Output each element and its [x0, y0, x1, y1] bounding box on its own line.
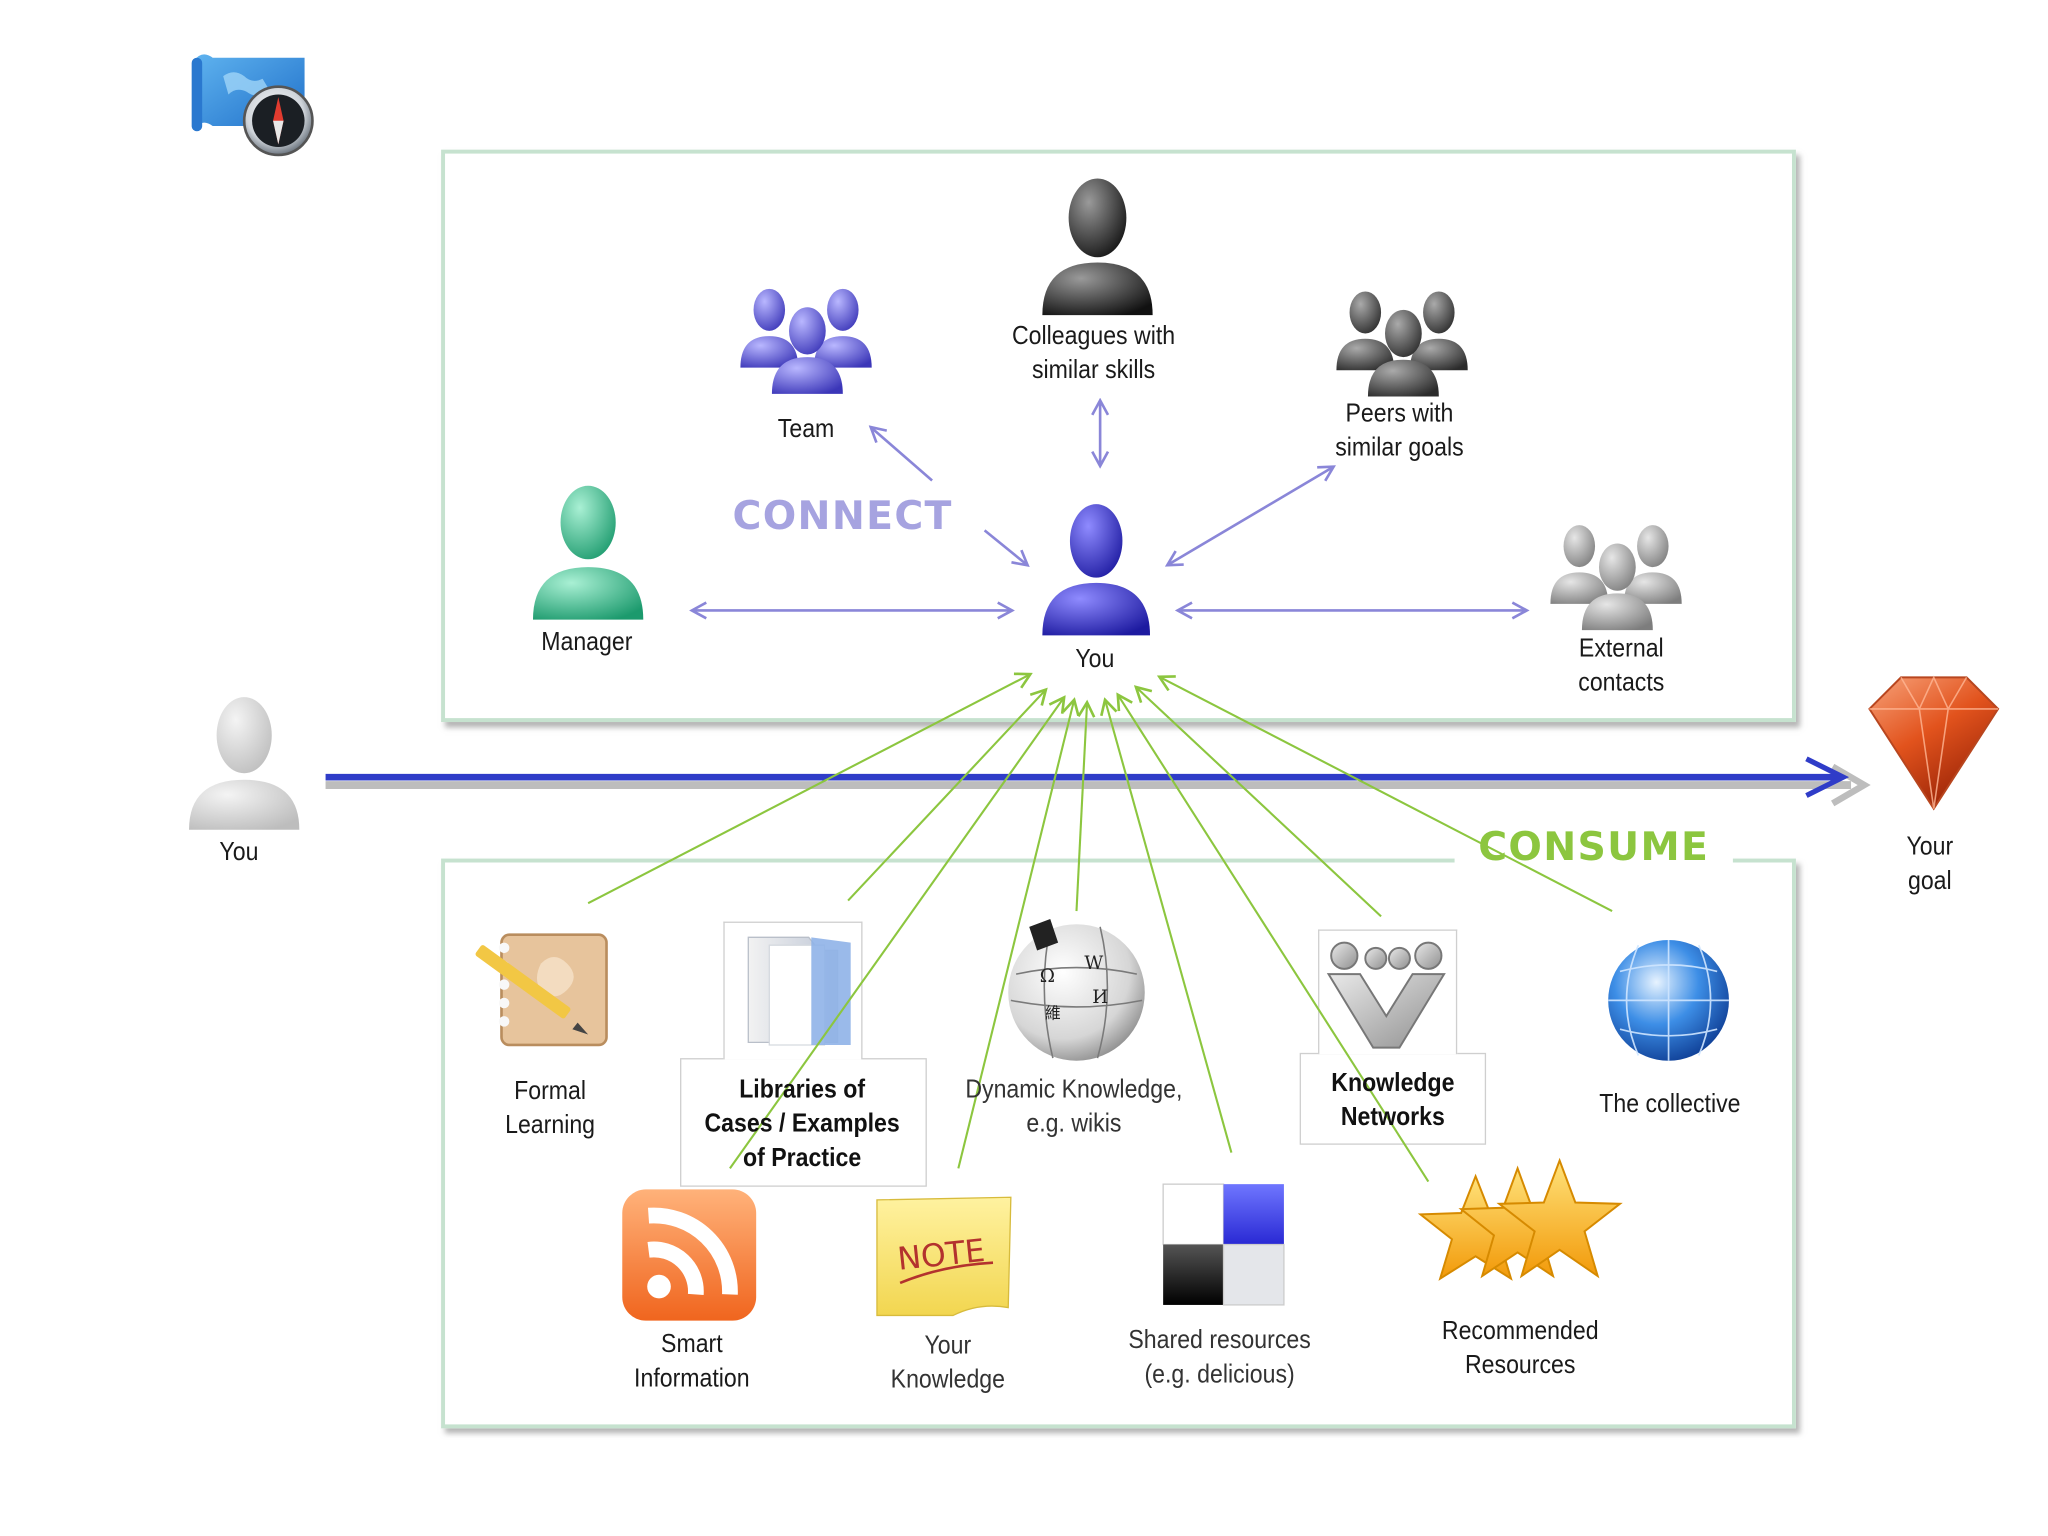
colleagues-label: Colleagues with similar skills — [1011, 321, 1176, 385]
globe-icon — [1608, 939, 1729, 1061]
start-you-icon — [189, 697, 300, 830]
map-compass-icon — [191, 54, 314, 157]
shared-resources-label: Shared resources (e.g. delicious) — [1128, 1325, 1311, 1389]
manager-icon — [532, 485, 644, 620]
your-knowledge-label: Your Knowledge — [890, 1331, 1006, 1395]
colleague-icon — [1042, 178, 1153, 316]
you-label: You — [1075, 644, 1115, 674]
folder-icon — [747, 936, 851, 1046]
manager-label: Manager — [541, 627, 633, 657]
peers-icon — [1336, 291, 1468, 397]
consume-heading: CONSUME — [1478, 824, 1710, 871]
knowledge-networks-label: Knowledge Networks — [1331, 1068, 1455, 1132]
external-contacts-icon — [1550, 525, 1682, 631]
connect-heading: CONNECT — [732, 493, 953, 540]
libraries-label: Libraries of Cases / Examples of Practic… — [704, 1075, 900, 1173]
dynamic-knowledge-label: Dynamic Knowledge, e.g. wikis — [965, 1075, 1183, 1139]
team-label: Team — [777, 414, 835, 444]
svg-text:И: И — [1092, 987, 1108, 1008]
team-icon — [740, 288, 872, 394]
ruby-gem-icon — [1868, 675, 2000, 811]
wikipedia-globe-icon: Ω W И 維 — [1008, 918, 1145, 1061]
smart-information-label: Smart Information — [634, 1329, 750, 1393]
stars-icon — [1417, 1157, 1623, 1281]
network-people-icon — [1326, 941, 1446, 1049]
journey-arrow — [325, 756, 1871, 807]
collective-label: The collective — [1599, 1089, 1741, 1119]
goal-label: Your goal — [1906, 832, 1954, 896]
sticky-note-icon: NOTE — [876, 1196, 1012, 1317]
consume-arrows — [587, 675, 1613, 1183]
svg-text:W: W — [1084, 953, 1103, 974]
recommended-label: Recommended Resources — [1441, 1316, 1599, 1380]
start-you-label: You — [219, 837, 259, 867]
connect-arrows — [693, 402, 1525, 611]
delicious-squares-icon — [1162, 1183, 1285, 1306]
external-contacts-label: External contacts — [1578, 634, 1665, 698]
svg-text:維: 維 — [1045, 1004, 1061, 1023]
peers-label: Peers with similar goals — [1335, 399, 1464, 463]
you-icon — [1042, 504, 1151, 636]
notebook-pencil-icon — [475, 933, 608, 1047]
libraries-card — [680, 1058, 927, 1187]
svg-text:Ω: Ω — [1040, 966, 1055, 987]
formal-learning-label: Formal Learning — [505, 1076, 596, 1140]
rss-feed-icon — [622, 1189, 757, 1321]
consume-heading-backdrop — [1454, 813, 1733, 888]
